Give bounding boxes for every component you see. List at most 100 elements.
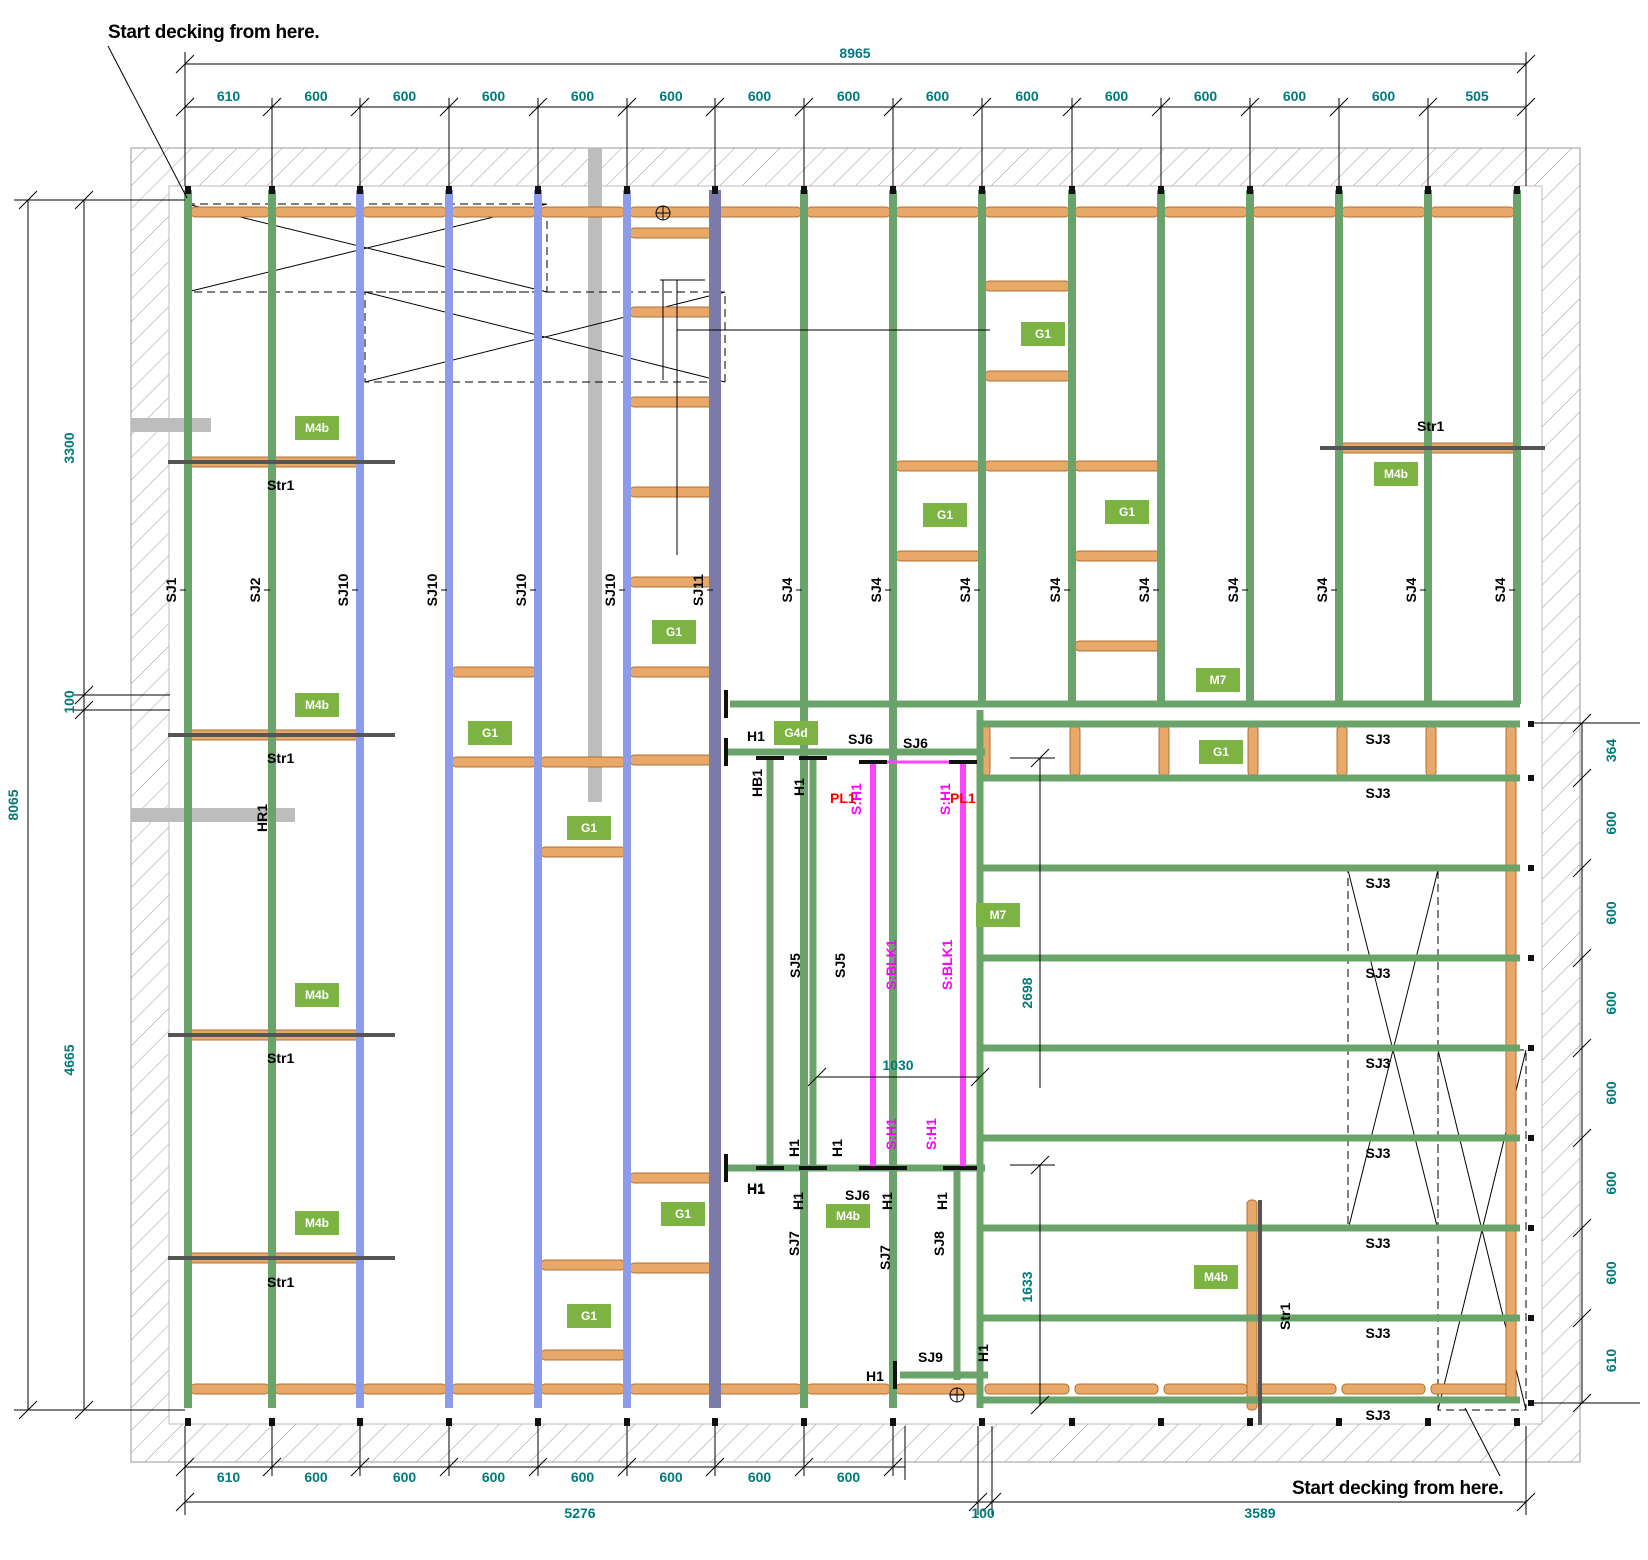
joist-label: SJ4 [1047, 577, 1063, 602]
joist-label: SJ4 [1136, 577, 1152, 602]
nogging [1252, 1383, 1337, 1395]
tag-m7: M7 [976, 903, 1020, 927]
end-tick [185, 1418, 191, 1426]
tag-text: G4d [784, 726, 807, 740]
end-tick [979, 186, 985, 194]
nogging [629, 1172, 714, 1184]
dim-tick [1030, 748, 1050, 768]
nogging [1163, 1383, 1248, 1395]
nogging [1163, 206, 1248, 218]
dim-bottom-segment: 600 [482, 1469, 506, 1485]
dim-tick [18, 1400, 38, 1420]
nogging [806, 206, 891, 218]
dim-bottom-segment: 600 [659, 1469, 683, 1485]
tag-box [661, 1202, 705, 1226]
tag-box [1196, 668, 1240, 692]
dim-right-segment: 600 [1603, 901, 1619, 925]
label-sj5-b: SJ5 [832, 953, 848, 978]
dim-top-segment: 505 [1465, 88, 1489, 104]
sj3-label: SJ3 [1366, 1055, 1391, 1071]
dim-top-segment: 610 [217, 88, 241, 104]
end-tick [446, 1418, 452, 1426]
end-tick [801, 1418, 807, 1426]
tag-text: M4b [836, 1209, 860, 1223]
nogging [1252, 206, 1337, 218]
nogging [629, 306, 714, 318]
sj3-label: SJ3 [1366, 1235, 1391, 1251]
dim-top-segment: 600 [837, 88, 861, 104]
tag-text: G1 [675, 1207, 691, 1221]
end-tick [1528, 1400, 1534, 1406]
dim-tick [1516, 1492, 1536, 1512]
dim-tick [74, 190, 94, 210]
nogging [1069, 725, 1081, 777]
label-sh1-d: S:H1 [923, 1118, 939, 1150]
dim-top-segment: 600 [393, 88, 417, 104]
tag-m7: M7 [1196, 668, 1240, 692]
dim-tick [1030, 1395, 1050, 1415]
hanger [859, 1166, 887, 1170]
nogging [1341, 206, 1426, 218]
joist-label: SJ4 [868, 577, 884, 602]
tag-text: M7 [990, 908, 1007, 922]
label-sh1-b: S:H1 [937, 783, 953, 815]
end-tick [446, 186, 452, 194]
dim-left-upper: 3300 [61, 432, 77, 463]
label-str1-1: Str1 [267, 477, 294, 493]
label-sj9: SJ9 [918, 1349, 943, 1365]
label-h1-d: H1 [829, 1139, 845, 1157]
tag-text: G1 [482, 726, 498, 740]
hanger [724, 690, 728, 718]
end-tick [1425, 1418, 1431, 1426]
dim-tick [175, 54, 195, 74]
dim-tick [1572, 1038, 1592, 1058]
joist-label: SJ4 [957, 577, 973, 602]
end-tick [1514, 1418, 1520, 1426]
dim-bottom-segment: 610 [217, 1469, 241, 1485]
tag-m4b: M4b [295, 416, 339, 440]
end-tick [1069, 1418, 1075, 1426]
nogging [984, 460, 1071, 472]
dim-tick [1572, 948, 1592, 968]
leader-lines [107, 45, 1501, 1477]
dim-left-lower: 4665 [61, 1044, 77, 1075]
nogging [1430, 206, 1515, 218]
label-str1-4: Str1 [267, 1274, 294, 1290]
nogging [629, 486, 714, 498]
dim-tick [18, 190, 38, 210]
nogging [1074, 460, 1161, 472]
dim-tick [968, 1492, 988, 1512]
end-tick [1425, 186, 1431, 194]
nogging [451, 1383, 536, 1395]
tag-box [1021, 322, 1065, 346]
label-sj6-b: SJ6 [903, 735, 928, 751]
dim-top-segment: 600 [1194, 88, 1218, 104]
nogging [984, 280, 1071, 292]
end-tick [624, 1418, 630, 1426]
dim-left-overall: 8065 [5, 789, 21, 820]
label-sh1-a: S:H1 [848, 783, 864, 815]
steel-straps [168, 446, 1545, 1425]
sj3-label: SJ3 [1366, 875, 1391, 891]
end-tick [712, 186, 718, 194]
label-str1-5: Str1 [1417, 418, 1444, 434]
label-sj8: SJ8 [931, 1231, 947, 1256]
nogging [540, 756, 626, 768]
nogging [717, 206, 802, 218]
tag-box [1199, 740, 1243, 764]
tag-g1: G1 [1199, 740, 1243, 764]
label-h1-h: H1 [934, 1192, 950, 1210]
nogging [190, 1383, 270, 1395]
tag-g1: G1 [567, 816, 611, 840]
tag-text: M4b [1204, 1270, 1228, 1284]
end-tick [357, 1418, 363, 1426]
tag-text: M4b [1384, 467, 1408, 481]
tag-g1: G1 [661, 1202, 705, 1226]
start-decking-note-bottom: Start decking from here. [1292, 1478, 1504, 1499]
end-tick [624, 186, 630, 194]
dim-bottom-segment: 600 [837, 1469, 861, 1485]
dim-right-segment: 600 [1603, 811, 1619, 835]
nogging [895, 460, 981, 472]
nogging [984, 1383, 1070, 1395]
